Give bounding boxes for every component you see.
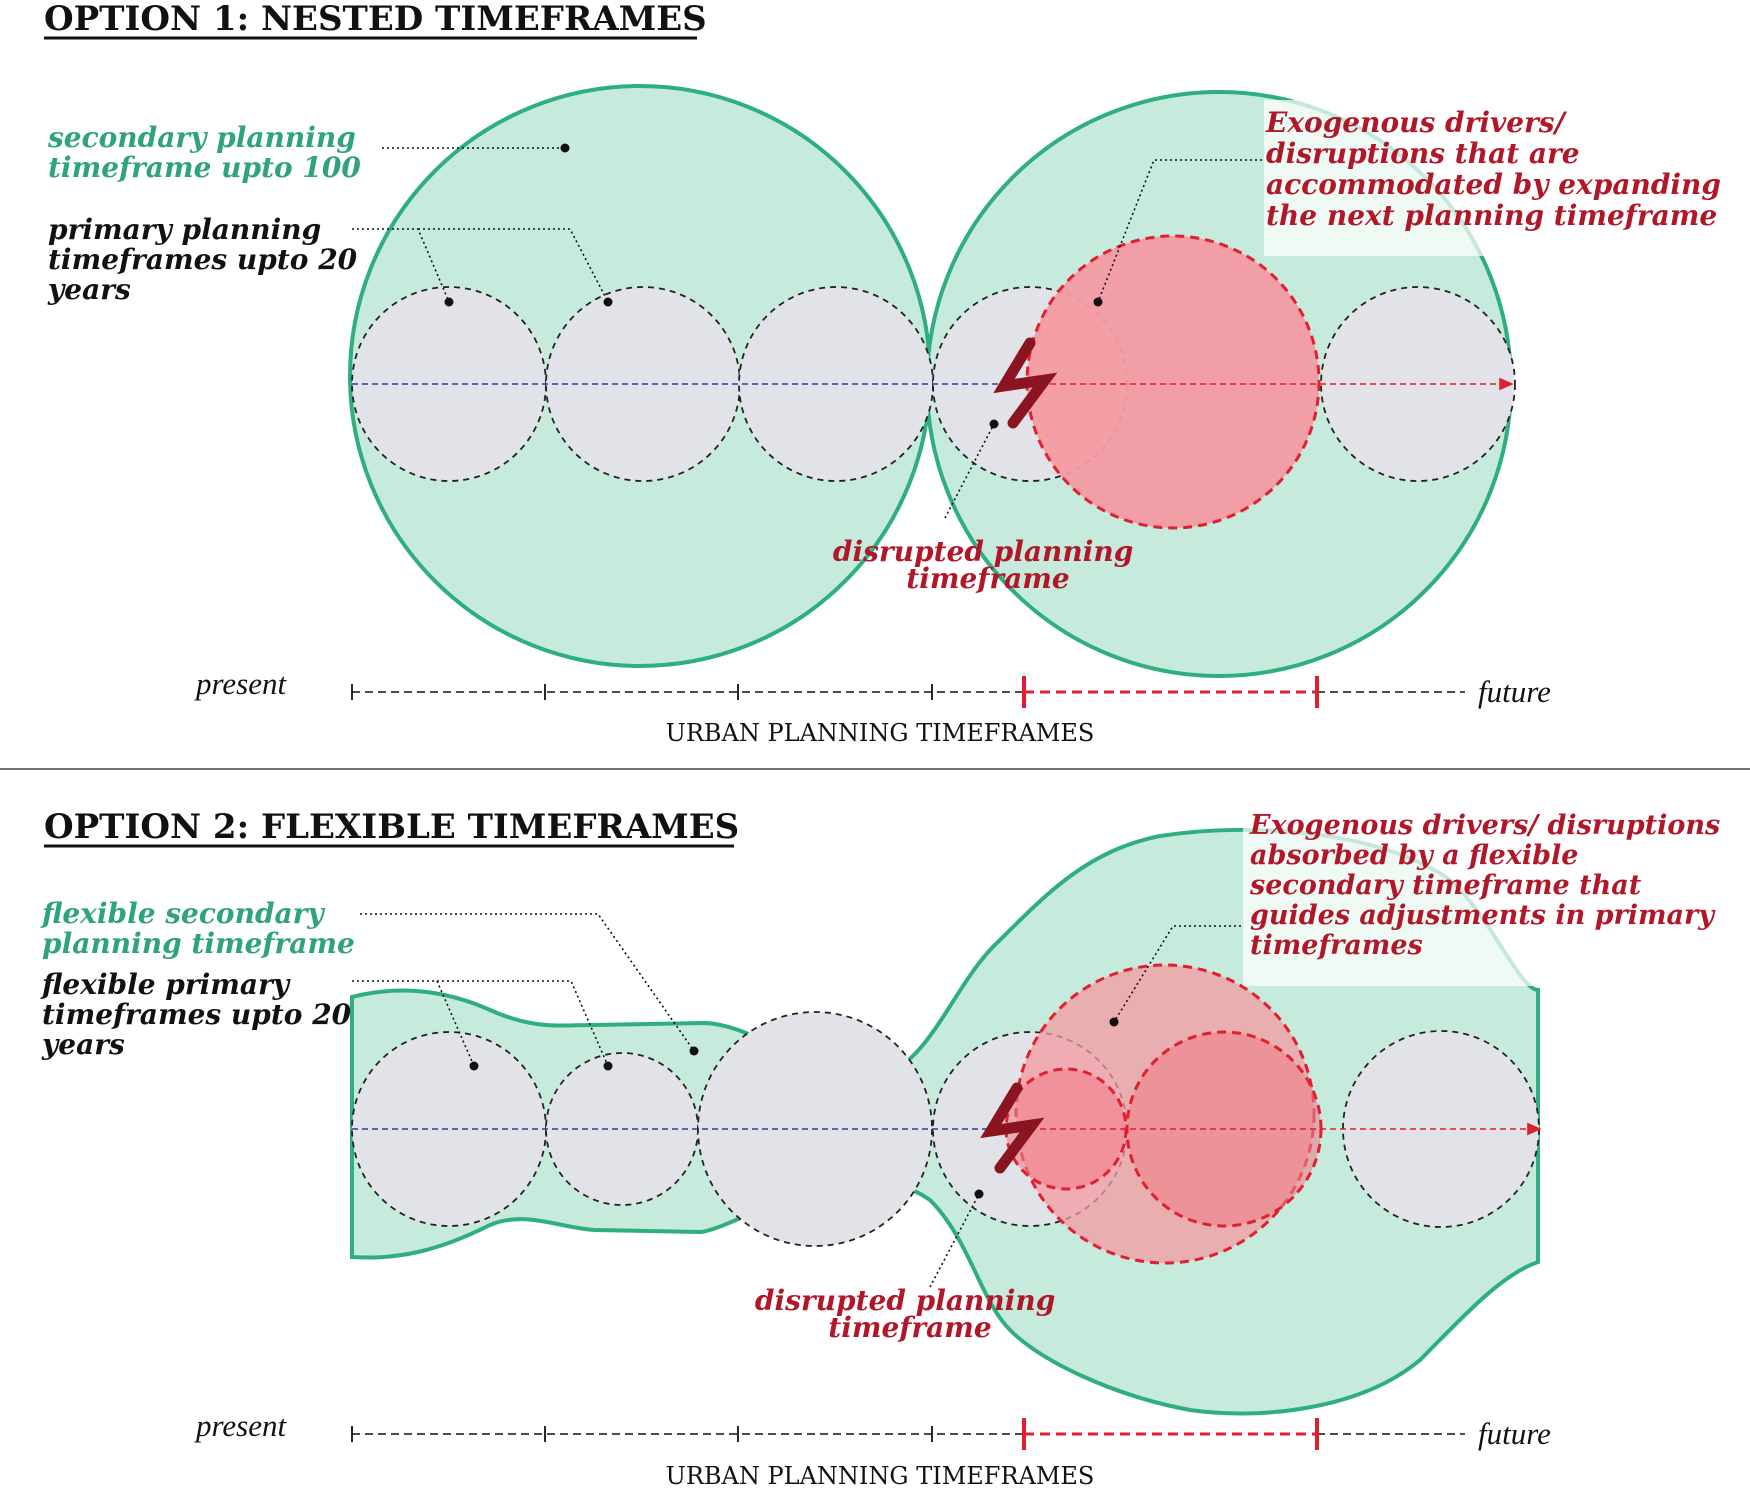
option2-title: OPTION 2: FLEXIBLE TIMEFRAMES (44, 807, 739, 847)
exogenous-leader-line (1097, 159, 1262, 303)
lightning-bolt-icon (993, 337, 1058, 429)
flex-exogenous-leader-dot (1109, 1017, 1119, 1027)
option2-panel: OPTION 2: FLEXIBLE TIMEFRAMES (40, 807, 1730, 1490)
primary-leader-line-2 (418, 228, 609, 303)
flex-disrupted-leader-dot (974, 1189, 984, 1199)
axis-present-label: present (194, 666, 287, 701)
disrupted-timeframe-label: disrupted planning timeframe (833, 535, 1143, 595)
exogenous-leader-dot (1093, 297, 1103, 307)
flex-secondary-timeframe-label: flexible secondary planning timeframe (40, 897, 355, 960)
disrupted-leader-dot (989, 419, 999, 429)
expanded-timeframe-circle (1025, 234, 1321, 530)
flex-axis-present-label: present (194, 1408, 287, 1443)
secondary-timeframe-label: secondary planning timeframe upto 100 (47, 121, 366, 184)
flex-exogenous-label-backdrop (1243, 810, 1545, 986)
exogenous-drivers-label: Exogenous drivers/ disruptions that are … (1265, 106, 1731, 232)
primary-leader-dot-1 (444, 297, 454, 307)
flex-primary-timeframe-label: flexible primary timeframes upto 20 year… (40, 968, 361, 1061)
option1-panel: OPTION 1: NESTED TIMEFRAMES (44, 0, 1731, 747)
primary-timeframe-circle-6 (1320, 286, 1516, 482)
secondary-leader-dot (560, 143, 570, 153)
axis-title: URBAN PLANNING TIMEFRAMES (666, 719, 1095, 747)
flex-primary-leader-dot-2 (603, 1061, 613, 1071)
primary-timeframe-label: primary planning timeframes upto 20 year… (47, 213, 367, 306)
flex-axis-title: URBAN PLANNING TIMEFRAMES (666, 1462, 1095, 1490)
flex-secondary-leader-dot (689, 1046, 699, 1056)
axis-future-label: future (1478, 674, 1551, 709)
flex-axis-future-label: future (1478, 1416, 1551, 1451)
flex-disrupted-timeframe-label: disrupted planning timeframe (755, 1284, 1065, 1344)
flex-primary-leader-dot-1 (469, 1061, 479, 1071)
option1-title: OPTION 1: NESTED TIMEFRAMES (44, 0, 707, 39)
flex-primary-leader-line-2 (437, 980, 609, 1067)
exogenous-label-backdrop (1264, 100, 1656, 256)
lightning-bolt-icon (980, 1082, 1045, 1174)
primary-leader-dot-2 (603, 297, 613, 307)
flex-exogenous-drivers-label: Exogenous drivers/ disruptions absorbed … (1249, 810, 1730, 961)
